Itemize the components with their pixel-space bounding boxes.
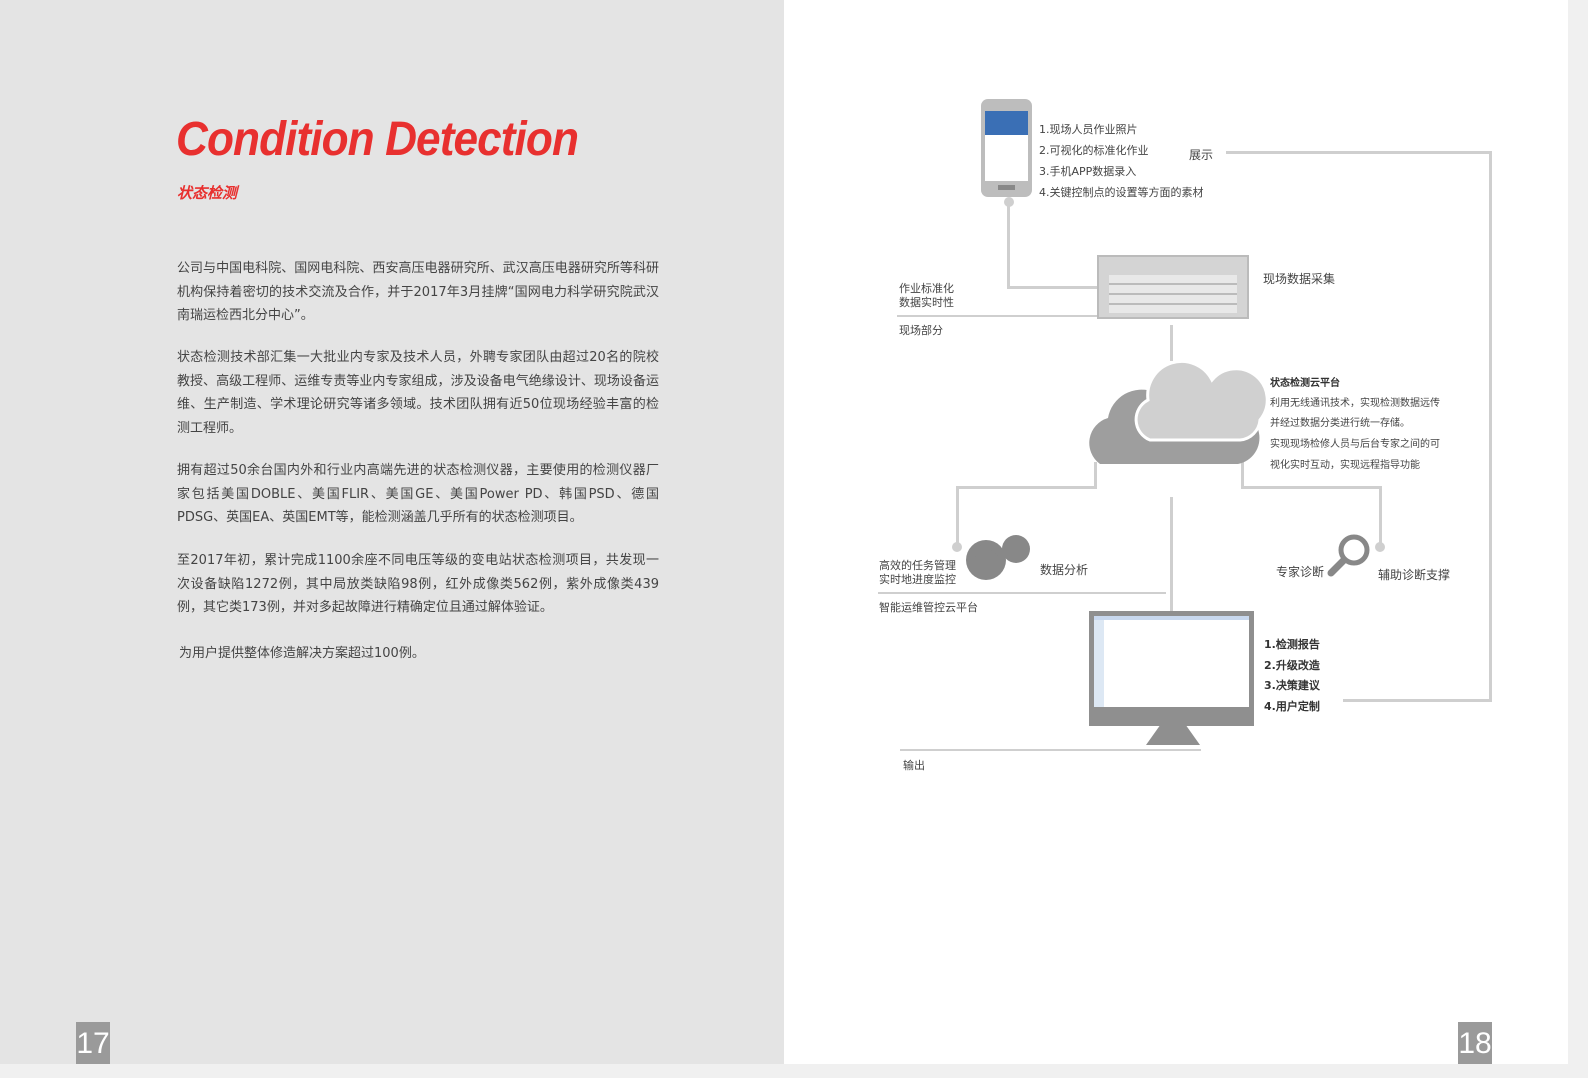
- page-subtitle: 状态检测: [177, 184, 238, 202]
- cloud-line: 视化实时互动，实现远程指导功能: [1270, 460, 1420, 471]
- output-item: 1.检测报告: [1264, 638, 1320, 651]
- gear-icon: [1002, 535, 1030, 563]
- gear-icon: [966, 540, 1006, 580]
- output-item: 4.用户定制: [1264, 700, 1320, 713]
- cloud-title: 状态检测云平台: [1270, 378, 1340, 389]
- monitor-stand: [1146, 726, 1200, 745]
- left-page: Condition Detection 状态检测 公司与中国电科院、国网电科院、…: [0, 0, 784, 1064]
- cloud-line: 并经过数据分类进行统一存储。: [1270, 418, 1410, 429]
- ops-platform-label: 智能运维管控云平台: [879, 601, 978, 614]
- phone-item: 3.手机APP数据录入: [1039, 165, 1137, 178]
- server-label: 现场数据采集: [1263, 272, 1336, 286]
- output-item: 3.决策建议: [1264, 679, 1320, 692]
- phone-item: 2.可视化的标准化作业: [1039, 144, 1149, 157]
- paragraph: 为用户提供整体修造解决方案超过100例。: [179, 646, 425, 661]
- output-item: 2.升级改造: [1264, 659, 1320, 672]
- paragraph: 状态检测技术部汇集一大批业内专家及技术人员，外聘专家团队由超过20名的院校教授、…: [177, 350, 659, 436]
- paragraph: 至2017年初，累计完成1100余座不同电压等级的变电站状态检测项目，共发现一次…: [177, 553, 659, 615]
- phone-icon: [981, 99, 1032, 197]
- cloud-line: 利用无线通讯技术，实现检测数据远传: [1270, 398, 1440, 409]
- cloud-line: 实现现场检修人员与后台专家之间的可: [1270, 439, 1440, 450]
- paragraph: 公司与中国电科院、国网电科院、西安高压电器研究所、武汉高压电器研究所等科研机构保…: [177, 261, 659, 323]
- task-mgmt-label: 实时地进度监控: [879, 573, 956, 586]
- page-number: 17: [76, 1022, 110, 1064]
- data-analysis-label: 数据分析: [1040, 563, 1089, 577]
- paragraph: 拥有超过50余台国内外和行业内高端先进的状态检测仪器，主要使用的检测仪器厂家包括…: [177, 463, 659, 525]
- field-std-label: 数据实时性: [899, 296, 954, 309]
- field-std-label: 作业标准化: [899, 282, 954, 295]
- expert-label: 专家诊断: [1276, 565, 1325, 579]
- server-icon: [1097, 255, 1249, 319]
- output-section-label: 输出: [903, 759, 925, 772]
- page-number: 18: [1458, 1022, 1492, 1064]
- right-page: [784, 0, 1568, 1064]
- phone-item: 1.现场人员作业照片: [1039, 123, 1138, 136]
- monitor-icon: [1089, 611, 1254, 726]
- phone-item: 4.关键控制点的设置等方面的素材: [1039, 186, 1204, 199]
- task-mgmt-label: 高效的任务管理: [879, 559, 956, 572]
- cloud-icon: [1089, 360, 1266, 464]
- field-section-label: 现场部分: [899, 324, 943, 337]
- page-title: Condition Detection: [176, 113, 579, 166]
- assist-label: 辅助诊断支撑: [1378, 568, 1451, 582]
- display-label: 展示: [1189, 148, 1214, 162]
- magnifier-icon: [1327, 534, 1370, 577]
